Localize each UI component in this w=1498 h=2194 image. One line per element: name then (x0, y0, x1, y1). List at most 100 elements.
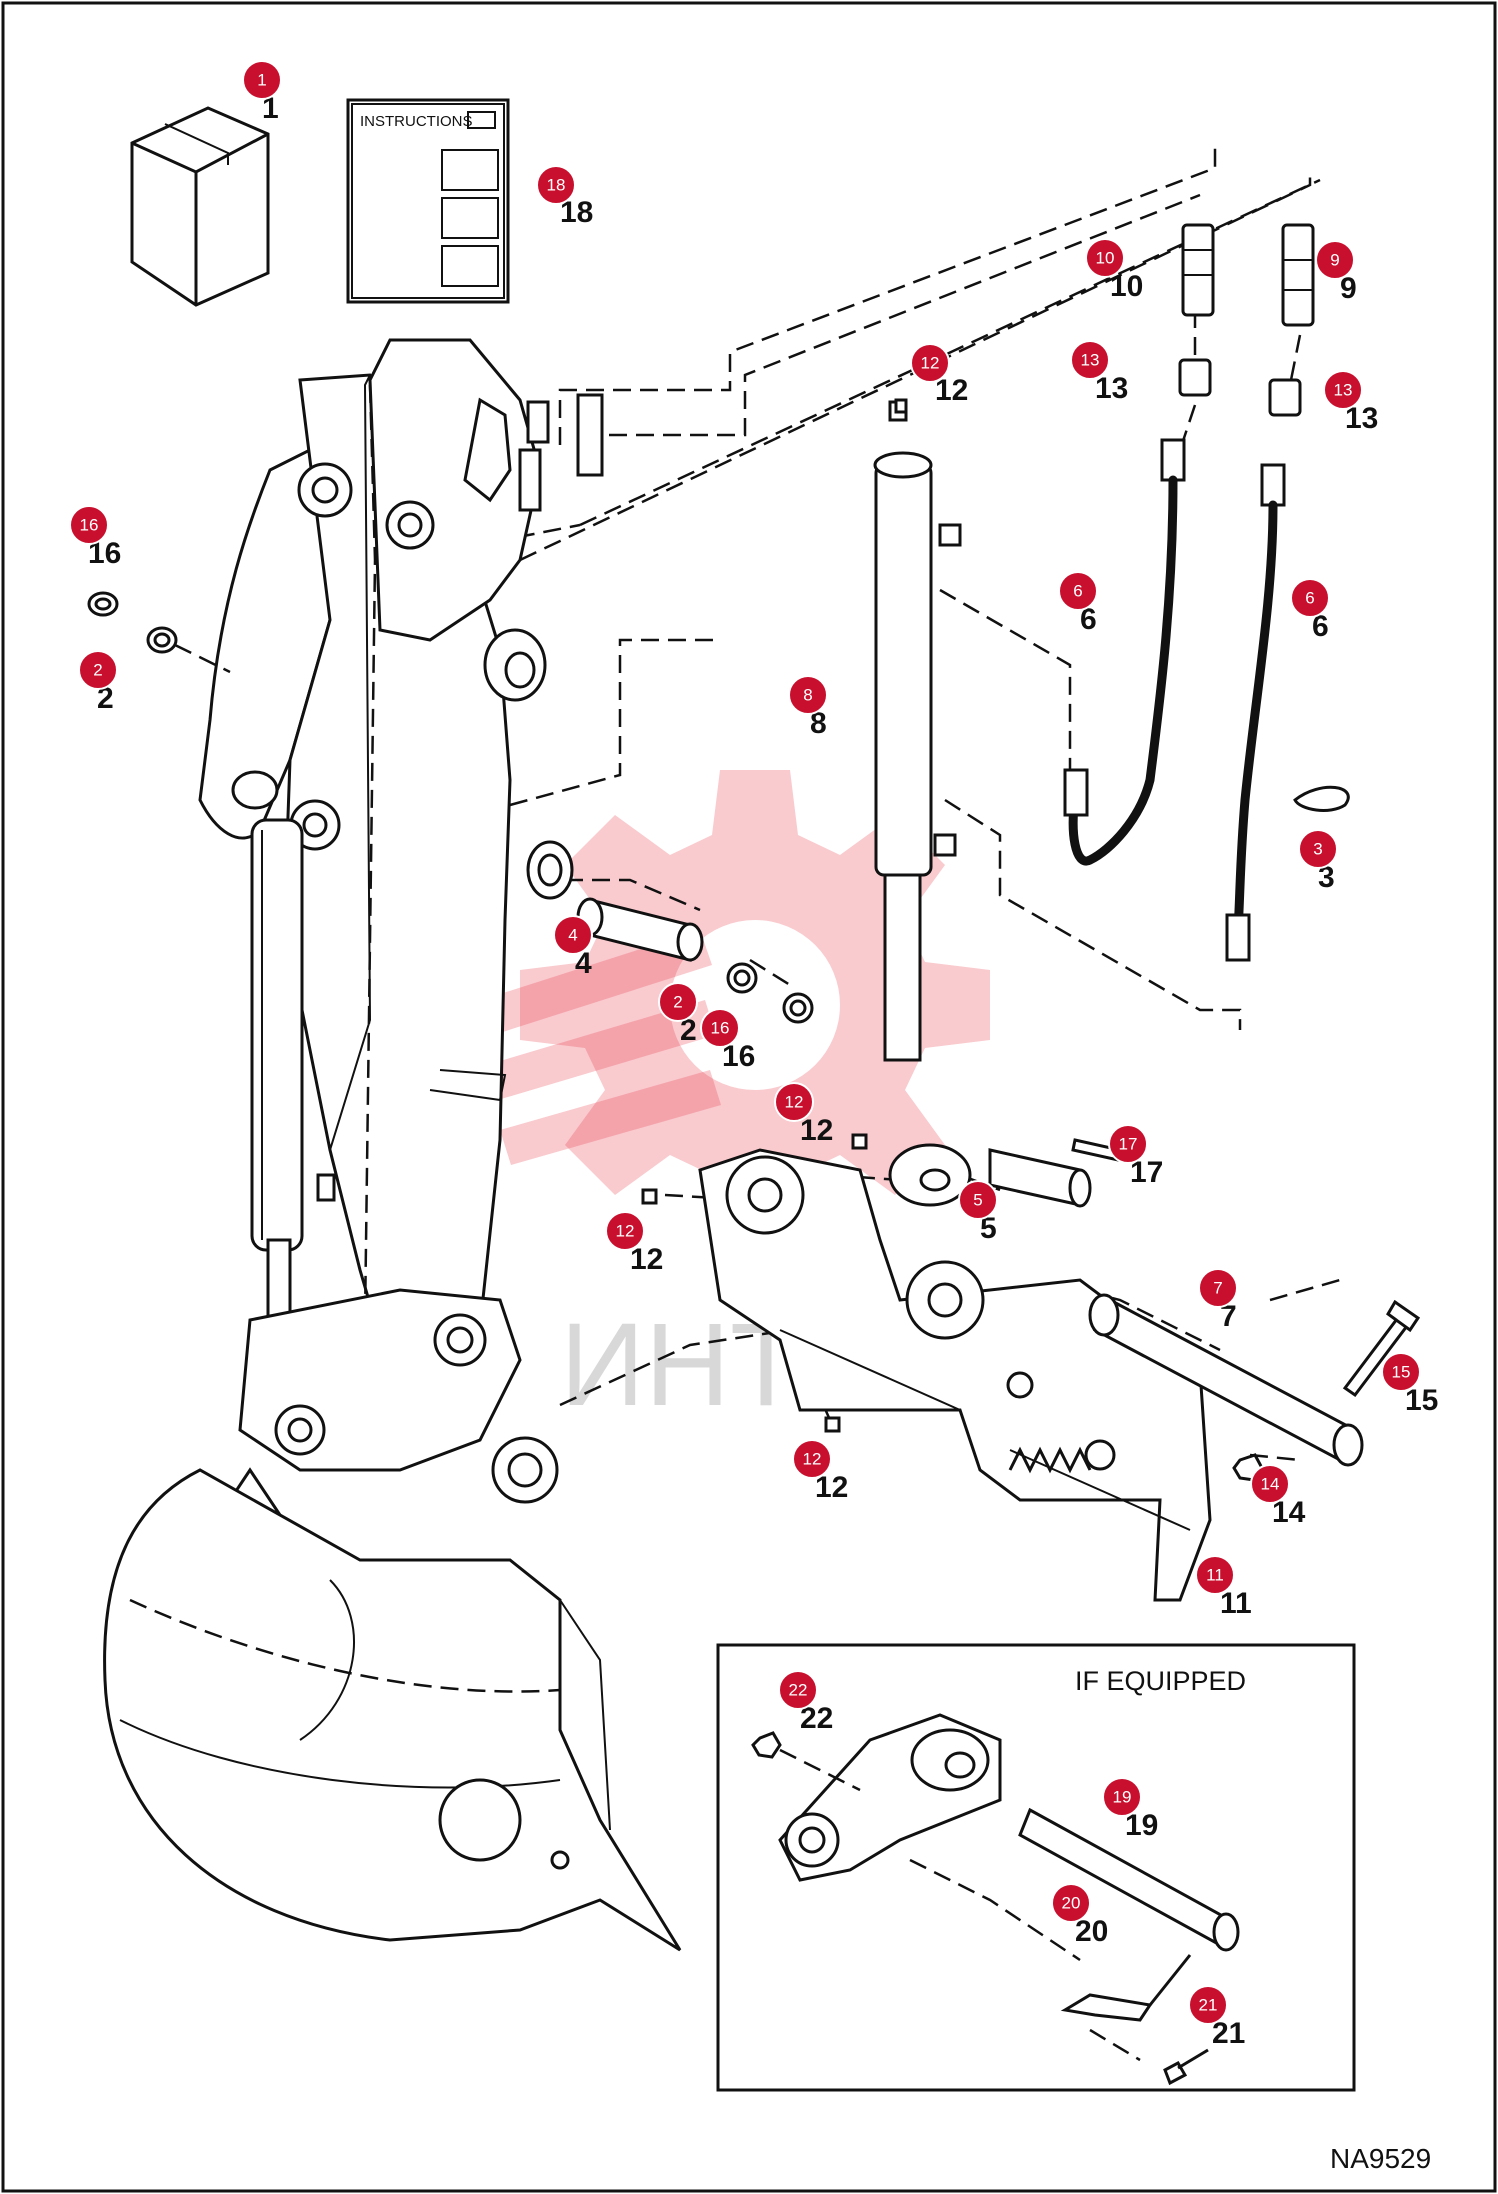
bolt-15 (1342, 1299, 1421, 1398)
callout-number: 11 (1206, 1566, 1224, 1585)
callout-badge (700, 1008, 740, 1048)
callout-6: 66 (1058, 571, 1098, 636)
watermark-gear (520, 770, 990, 1240)
callout-number: 18 (547, 176, 566, 195)
instructions-booklet: INSTRUCTIONS (346, 98, 510, 304)
callout-number: 12 (785, 1093, 804, 1112)
callout-number: 7 (1213, 1279, 1222, 1298)
excavator-arm (103, 338, 682, 1952)
callout-badge (958, 1180, 998, 1220)
callout-number: 13 (1334, 381, 1353, 400)
callout-badge (242, 60, 282, 100)
part-number-label: 2 (97, 682, 114, 715)
part-number-label: 12 (630, 1243, 663, 1276)
callout-number: 14 (1261, 1475, 1280, 1494)
watermark-stripe-1 (450, 930, 712, 1045)
watermark-stripe-3 (500, 1070, 721, 1165)
part-number-label: 13 (1095, 372, 1128, 405)
washers-left (87, 591, 231, 674)
callout-7: 77 (1198, 1268, 1238, 1333)
callout-9: 99 (1315, 240, 1357, 305)
callout-number: 2 (673, 993, 682, 1012)
grease-fittings (641, 398, 908, 1433)
callout-number: 3 (1313, 840, 1322, 859)
adapters-13 (1178, 358, 1302, 417)
part-number-label: 6 (1080, 603, 1097, 636)
callout-number: 2 (93, 661, 102, 680)
callout-number: 6 (1305, 589, 1314, 608)
callout-badge (910, 343, 950, 383)
part-number-label: 12 (800, 1114, 833, 1147)
callout-number: 1 (257, 71, 266, 90)
part-number-label: 3 (1318, 861, 1335, 894)
callout-badge (778, 1670, 818, 1710)
box-icon (130, 106, 270, 307)
callout-badge (1195, 1555, 1235, 1595)
callout-badge (792, 1439, 832, 1479)
coupler-10 (1181, 223, 1215, 317)
callout-number: 20 (1062, 1894, 1081, 1913)
callout-number: 12 (803, 1450, 822, 1469)
figure-code: NA9529 (1330, 2143, 1431, 2174)
hose-right (1225, 463, 1286, 962)
part-number-label: 6 (1312, 610, 1329, 643)
callout-badge (1250, 1464, 1290, 1504)
callout-number: 22 (789, 1681, 808, 1700)
callout-number: 12 (616, 1222, 635, 1241)
cylinder-8 (873, 400, 972, 1207)
callout-number: 12 (921, 354, 940, 373)
callout-number: 21 (1199, 1996, 1218, 2015)
callout-badge (1198, 1268, 1238, 1308)
callout-badge (1051, 1883, 1091, 1923)
part-number-label: 5 (980, 1212, 997, 1245)
part-number-label: 2 (680, 1014, 697, 1047)
part-number-label: 8 (810, 707, 827, 740)
callout-badge (788, 675, 828, 715)
coupler-9 (1281, 223, 1315, 327)
callout-badge (1298, 829, 1338, 869)
callout-6: 66 (1290, 578, 1330, 643)
callout-1: 11 (242, 60, 282, 125)
callout-badge (1188, 1985, 1228, 2025)
callout-badge (553, 915, 593, 955)
callout-3: 33 (1298, 829, 1338, 894)
callout-5: 55 (958, 1180, 998, 1245)
cable-tie-3 (1293, 785, 1350, 812)
callout-number: 17 (1119, 1135, 1138, 1154)
pin-7 (1088, 1293, 1364, 1467)
callout-badge (1102, 1777, 1142, 1817)
callout-badge (774, 1082, 814, 1122)
callout-number: 15 (1392, 1363, 1411, 1382)
pin-5 (988, 1138, 1122, 1208)
callout-badge (605, 1211, 645, 1251)
callout-badge (69, 505, 109, 545)
callout-number: 9 (1330, 251, 1339, 270)
callout-number: 16 (80, 516, 99, 535)
callout-8: 88 (788, 675, 828, 740)
inset-parts (751, 1713, 1240, 2086)
part-number-label: 10 (1110, 270, 1143, 303)
callout-badge (536, 165, 576, 205)
hose-left (1063, 438, 1186, 866)
callout-number: 16 (711, 1019, 730, 1038)
callout-badge (1323, 370, 1363, 410)
part-number-label: 11 (1220, 1587, 1252, 1620)
callout-badge (1058, 571, 1098, 611)
callout-2: 22 (658, 982, 698, 1047)
callout-number: 19 (1113, 1788, 1132, 1807)
